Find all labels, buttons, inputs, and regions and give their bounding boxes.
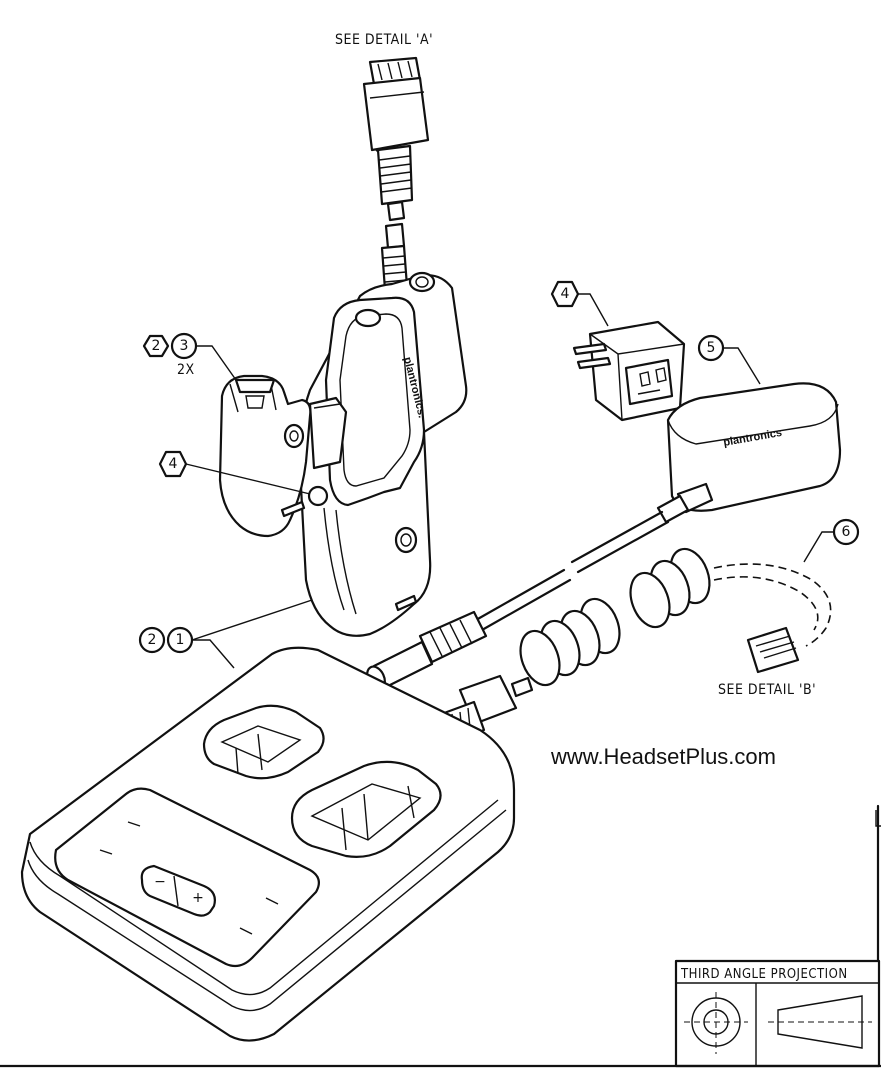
power-supply: plantronics	[656, 382, 842, 524]
third-angle-projection-label: THIRD ANGLE PROJECTION	[680, 967, 848, 982]
see-detail-a-label: SEE DETAIL 'A'	[335, 32, 433, 48]
callout-2-top-number: 2	[152, 338, 161, 354]
callout-4-left-number: 4	[169, 456, 178, 472]
title-block: THIRD ANGLE PROJECTION	[674, 804, 881, 1068]
projection-circles-symbol	[684, 992, 748, 1054]
charging-base: − +	[20, 646, 516, 1042]
volume-up-icon: +	[192, 890, 204, 906]
callout-2-bottom-number: 2	[148, 632, 157, 648]
callout-6-number: 6	[842, 524, 851, 540]
callout-3-number: 3	[180, 338, 189, 354]
website-url: www.HeadsetPlus.com	[550, 744, 776, 769]
callout-5-number: 5	[707, 340, 716, 356]
qd-connector	[362, 56, 430, 306]
projection-cone-symbol	[768, 995, 872, 1049]
callout-circle-2-bottom	[138, 626, 166, 654]
callouts: 2 3 2X 4 4 5 6 2 1	[138, 280, 860, 669]
callout-1-number: 1	[176, 632, 185, 648]
dc-power-cord	[366, 510, 670, 691]
plug-adapter	[572, 320, 686, 422]
callout-hex-2-top	[142, 334, 170, 358]
see-detail-b-label: SEE DETAIL 'B'	[718, 682, 816, 698]
quantity-2x-label: 2X	[177, 362, 195, 378]
holder-clip	[218, 374, 312, 538]
callout-4-right-number: 4	[561, 286, 570, 302]
amplifier-unit: plantronics.	[298, 271, 468, 637]
volume-down-icon: −	[154, 874, 166, 890]
coiled-cord	[434, 547, 832, 746]
